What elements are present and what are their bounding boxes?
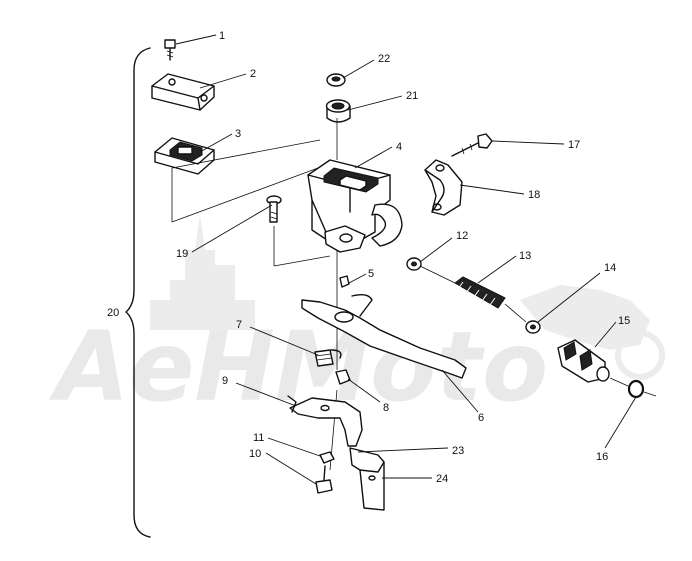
callout-20: 20 [107, 307, 119, 319]
part-9-bracket [287, 395, 363, 447]
callout-3: 3 [235, 128, 241, 140]
callout-9: 9 [222, 375, 228, 387]
axis-line [419, 265, 456, 284]
axis-line [504, 303, 527, 323]
callout-5: 5 [368, 268, 374, 280]
part-15-piston [557, 339, 610, 383]
part-4-master-cylinder [307, 159, 403, 253]
axis-line [609, 377, 629, 387]
callout-18: 18 [528, 189, 540, 201]
callout-8: 8 [383, 402, 389, 414]
callouts: 1 2 3 4 5 6 7 8 9 10 11 12 13 14 15 16 1… [107, 30, 630, 485]
part-1-screw [164, 39, 176, 61]
callout-13: 13 [519, 250, 531, 262]
part-19-pivot-bolt [266, 195, 282, 223]
part-14-washer [525, 320, 541, 334]
callout-24: 24 [436, 473, 448, 485]
assembly-bracket [125, 47, 151, 538]
callout-7: 7 [236, 319, 242, 331]
part-2-reservoir-cover [151, 73, 215, 111]
part-16-o-ring [627, 379, 645, 399]
part-24-switch-plate [349, 447, 385, 511]
part-12-washer [406, 257, 422, 271]
callout-23: 23 [452, 445, 464, 457]
callout-12: 12 [456, 230, 468, 242]
part-11-nut [319, 451, 335, 464]
callout-22: 22 [378, 53, 390, 65]
part-3-diaphragm [154, 137, 215, 175]
part-5-nut [339, 275, 350, 288]
part-13-spring [454, 276, 506, 309]
guide-line [273, 255, 331, 267]
callout-6: 6 [478, 412, 484, 424]
callout-1: 1 [219, 30, 225, 42]
part-6-brake-lever [301, 293, 467, 379]
part-7-spring [314, 349, 342, 367]
part-17-screw [451, 133, 493, 157]
callout-21: 21 [406, 90, 418, 102]
callout-10: 10 [249, 448, 261, 460]
callout-15: 15 [618, 315, 630, 327]
callout-14: 14 [604, 262, 616, 274]
leader-lines [175, 34, 637, 485]
callout-2: 2 [250, 68, 256, 80]
guide-line [171, 139, 321, 169]
part-21-seal [325, 99, 351, 123]
part-10-screw [315, 465, 333, 494]
callout-19: 19 [176, 248, 188, 260]
part-22-washer [326, 73, 346, 87]
callout-4: 4 [396, 141, 402, 153]
axis-line [643, 391, 657, 397]
guide-line [171, 167, 319, 223]
callout-17: 17 [568, 139, 580, 151]
callout-16: 16 [596, 451, 608, 463]
callout-11: 11 [253, 432, 264, 444]
part-18-clamp [424, 159, 463, 216]
